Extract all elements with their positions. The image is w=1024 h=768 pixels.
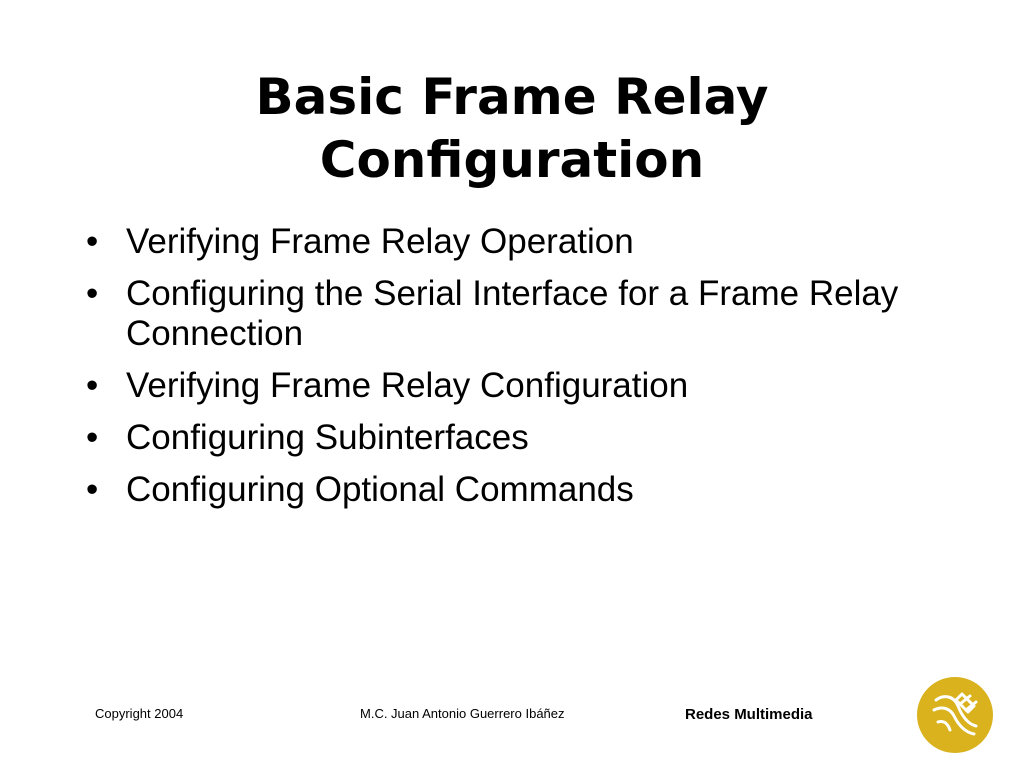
slide-title: Basic Frame Relay Configuration	[0, 66, 1024, 192]
bullet-text: Verifying Frame Relay Operation	[126, 222, 634, 261]
bullet-item: • Configuring Subinterfaces	[86, 418, 926, 458]
footer-author: M.C. Juan Antonio Guerrero Ibáñez	[360, 706, 565, 721]
bullet-item: • Configuring Optional Commands	[86, 470, 926, 510]
bullet-item: • Verifying Frame Relay Configuration	[86, 366, 926, 406]
bullet-icon: •	[86, 366, 99, 405]
bullet-list: • Verifying Frame Relay Operation • Conf…	[86, 222, 926, 522]
bullet-text: Verifying Frame Relay Configuration	[126, 366, 689, 405]
slide-title-line-2: Configuration	[319, 131, 705, 189]
bullet-icon: •	[86, 274, 99, 313]
bullet-icon: •	[86, 418, 99, 457]
bullet-item: • Configuring the Serial Interface for a…	[86, 274, 926, 354]
slide-title-line-1: Basic Frame Relay	[255, 68, 769, 126]
bullet-text: Configuring Optional Commands	[126, 470, 634, 509]
footer-course-name: Redes Multimedia	[685, 706, 813, 723]
bullet-icon: •	[86, 470, 99, 509]
university-seal-icon	[917, 677, 993, 753]
bullet-item: • Verifying Frame Relay Operation	[86, 222, 926, 262]
footer-copyright: Copyright 2004	[95, 706, 184, 721]
bullet-text: Configuring the Serial Interface for a F…	[126, 274, 899, 353]
bullet-icon: •	[86, 222, 99, 261]
bullet-text: Configuring Subinterfaces	[126, 418, 529, 457]
